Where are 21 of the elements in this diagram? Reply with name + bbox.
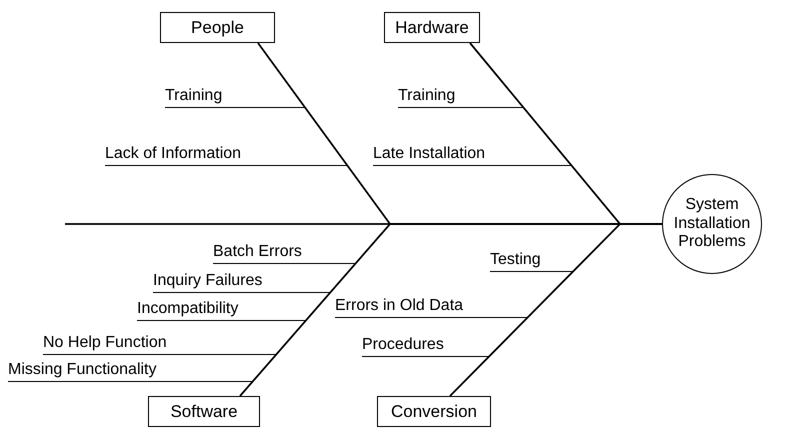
- cause-label: Late Installation: [373, 145, 572, 166]
- node-label: System Installation Problems: [672, 196, 752, 252]
- cause-label: Lack of Information: [105, 145, 348, 166]
- node-label: Conversion: [390, 402, 478, 422]
- cause-label: No Help Function: [43, 334, 276, 355]
- node-label: Software: [169, 402, 239, 422]
- cause-label: Procedures: [362, 336, 489, 357]
- cause-label: Missing Functionality: [8, 361, 252, 382]
- category-box: [377, 396, 491, 427]
- cause-label: Training: [398, 87, 524, 108]
- cause-label: Training: [165, 87, 306, 108]
- cause-label: Batch Errors: [213, 243, 356, 264]
- category-box: [384, 12, 480, 43]
- node-label: People: [190, 18, 245, 38]
- cause-label: Incompatibility: [137, 300, 306, 321]
- category-box: [148, 396, 260, 427]
- node-label: Hardware: [394, 18, 470, 38]
- cause-label: Inquiry Failures: [153, 272, 330, 293]
- cause-label: Errors in Old Data: [335, 297, 528, 318]
- category-box: [160, 12, 275, 43]
- cause-label: Testing: [490, 251, 573, 272]
